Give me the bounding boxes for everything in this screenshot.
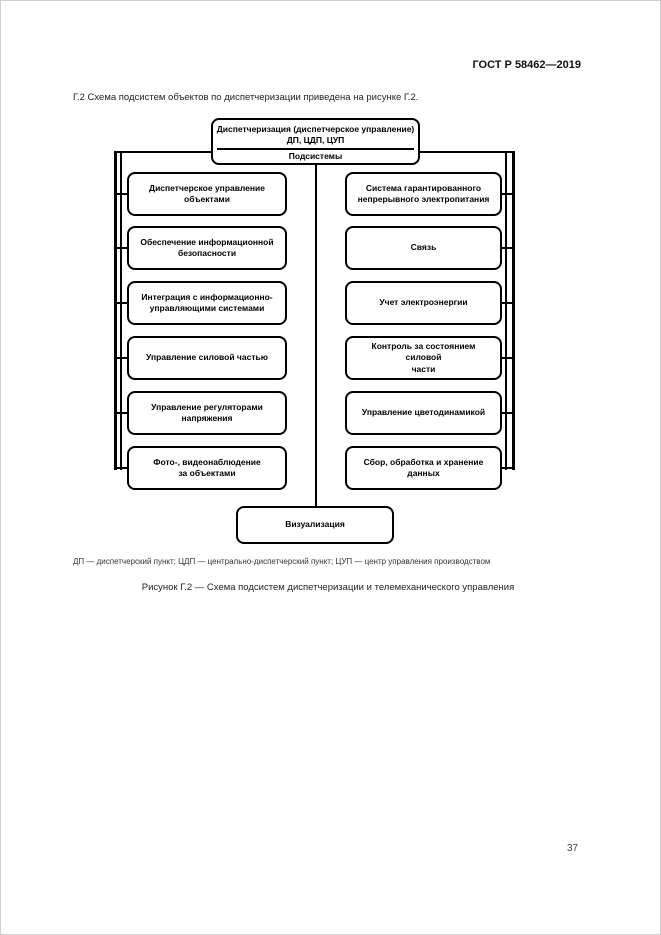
node-power-part-monitoring: Контроль за состоянием силовой части	[345, 336, 502, 380]
node-communication: Связь	[345, 226, 502, 270]
connector-top-right	[420, 151, 515, 153]
root-title-line1: Диспетчеризация (диспетчерское управлени…	[216, 124, 415, 134]
document-header: ГОСТ Р 58462—2019	[472, 59, 581, 71]
node-power-part-control: Управление силовой частью	[127, 336, 287, 380]
node-voltage-regulators-control: Управление регуляторами напряжения	[127, 391, 287, 435]
node-integration-info-systems: Интеграция с информационно- управляющими…	[127, 281, 287, 325]
left-rail-inner	[120, 151, 122, 470]
stub-left-6	[116, 467, 127, 469]
node-color-dynamics-control: Управление цветодинамикой	[345, 391, 502, 435]
stub-left-3	[116, 302, 127, 304]
node-information-security: Обеспечение информационной безопасности	[127, 226, 287, 270]
node-data-collection-storage: Сбор, обработка и хранение данных	[345, 446, 502, 490]
stub-left-1	[116, 193, 127, 195]
abbreviations-footnote: ДП — диспетчерский пункт; ЦДП — централь…	[73, 557, 491, 566]
right-rail-inner	[505, 151, 507, 470]
root-box-divider	[217, 147, 414, 150]
node-visualization: Визуализация	[236, 506, 394, 544]
node-dispatching-root: Диспетчеризация (диспетчерское управлени…	[211, 118, 420, 165]
node-electricity-metering: Учет электроэнергии	[345, 281, 502, 325]
right-rail-outer	[512, 151, 515, 470]
intro-paragraph: Г.2 Схема подсистем объектов по диспетче…	[73, 92, 419, 103]
connector-top-left	[114, 151, 211, 153]
stub-right-4	[502, 357, 513, 359]
stub-right-1	[502, 193, 513, 195]
page-number: 37	[567, 843, 579, 854]
root-subsystems-label: Подсистемы	[288, 150, 343, 161]
stub-right-5	[502, 412, 513, 414]
node-guaranteed-power-supply: Система гарантированного непрерывного эл…	[345, 172, 502, 216]
stub-left-2	[116, 247, 127, 249]
stub-left-5	[116, 412, 127, 414]
stub-right-6	[502, 467, 513, 469]
root-title-line2: ДП, ЦДП, ЦУП	[286, 135, 345, 146]
stub-right-2	[502, 247, 513, 249]
left-rail-outer	[114, 151, 117, 470]
node-photo-video-surveillance: Фото-, видеонаблюдение за объектами	[127, 446, 287, 490]
figure-caption: Рисунок Г.2 — Схема подсистем диспетчери…	[141, 582, 515, 593]
stub-left-4	[116, 357, 127, 359]
connector-center-vertical	[315, 164, 317, 506]
node-dispatch-control-objects: Диспетчерское управление объектами	[127, 172, 287, 216]
stub-right-3	[502, 302, 513, 304]
